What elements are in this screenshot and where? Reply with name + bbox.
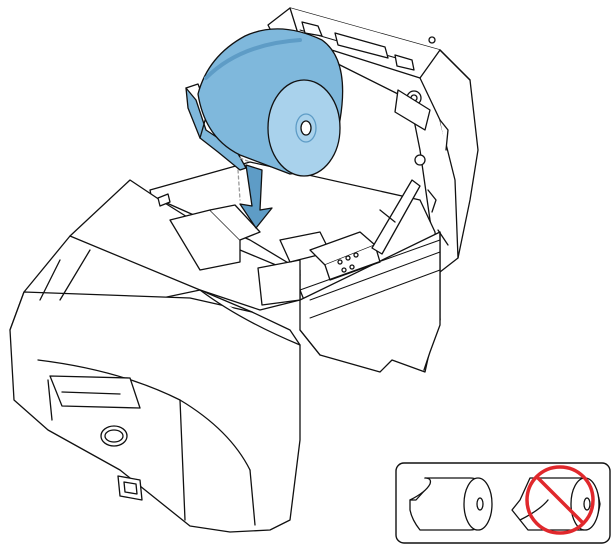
printer-body: [9, 161, 441, 533]
orientation-inset: [395, 462, 611, 544]
paper-roll: [185, 28, 344, 177]
prohibit-icon: [525, 465, 595, 535]
paper-roll-correct-icon: [409, 477, 493, 531]
insert-arrow: [237, 157, 273, 229]
printer-cover: [267, 7, 479, 273]
